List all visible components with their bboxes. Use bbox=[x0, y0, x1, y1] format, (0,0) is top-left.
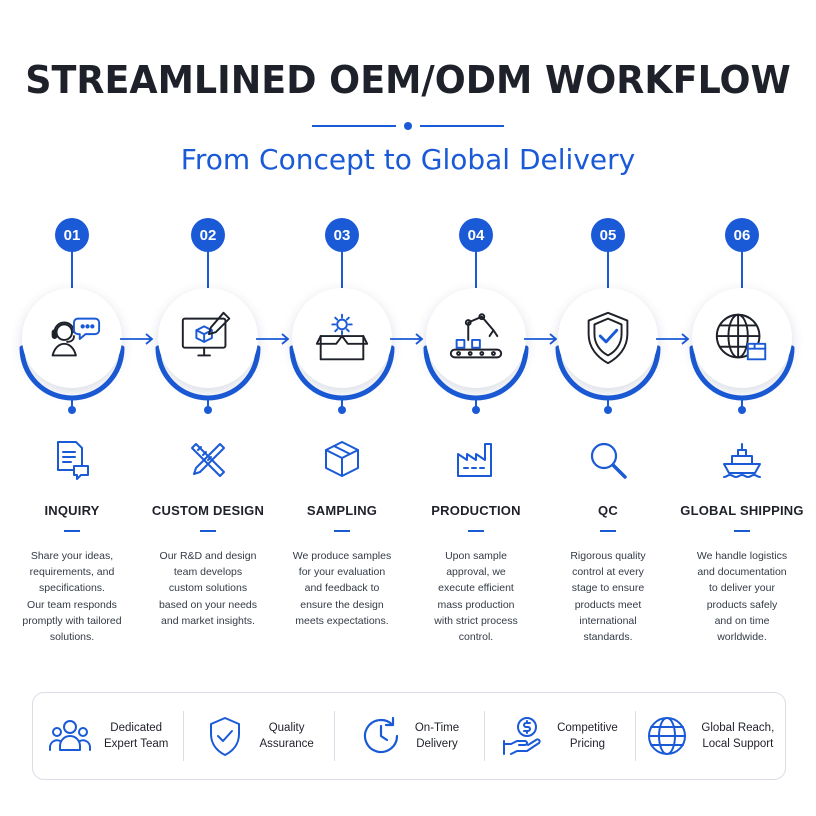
step-icon-circle bbox=[22, 288, 122, 388]
step-custom-design: 02 CUSTOM DESIGN Our R&D and design team… bbox=[140, 218, 276, 658]
step-icon-circle bbox=[692, 288, 792, 388]
step-production: 04 PRODUCTION Upon sample approval, we e… bbox=[408, 218, 544, 658]
feature-quality-assurance: Quality Assurance bbox=[183, 693, 333, 779]
title-divider bbox=[312, 120, 504, 132]
step-title: GLOBAL SHIPPING bbox=[680, 503, 804, 518]
step-qc: 05 QC Rigorous quality control at every … bbox=[540, 218, 676, 658]
feature-competitive-pricing: Competitive Pricing bbox=[484, 693, 634, 779]
step-description: Rigorous quality control at every stage … bbox=[570, 550, 646, 644]
step-icon-circle bbox=[292, 288, 392, 388]
step-icon-circle bbox=[558, 288, 658, 388]
step-title: PRODUCTION bbox=[431, 503, 521, 518]
step-number: 06 bbox=[725, 218, 759, 252]
headset-chat-icon bbox=[51, 317, 101, 357]
shield-check-icon bbox=[587, 311, 629, 365]
feature-global-reach: Global Reach, Local Support bbox=[634, 693, 785, 779]
step-description: Our R&D and design team develops custom … bbox=[158, 550, 258, 627]
step-title: INQUIRY bbox=[44, 503, 100, 518]
monitor-design-icon bbox=[181, 311, 231, 357]
step-inquiry: 01 INQUIRY Share yo bbox=[4, 218, 140, 658]
step-description: We produce samples for your evaluation a… bbox=[292, 550, 392, 627]
step-title: CUSTOM DESIGN bbox=[151, 503, 265, 518]
magnifier-icon bbox=[590, 442, 627, 479]
step-number: 05 bbox=[591, 218, 625, 252]
document-chat-icon bbox=[57, 441, 89, 480]
step-title: QC bbox=[598, 503, 618, 518]
step-title: SAMPLING bbox=[306, 503, 378, 518]
step-description: We handle logistics and documentation to… bbox=[696, 550, 788, 644]
hand-coin-icon bbox=[503, 717, 541, 755]
ship-icon bbox=[723, 443, 761, 478]
step-number: 03 bbox=[325, 218, 359, 252]
ruler-pencil-icon bbox=[191, 443, 225, 477]
step-icon-circle bbox=[158, 288, 258, 388]
arrow-right-icon bbox=[120, 333, 154, 345]
feature-label: On-Time Delivery bbox=[414, 722, 460, 750]
step-description: Share your ideas, requirements, and spec… bbox=[22, 550, 122, 644]
arrow-right-icon bbox=[256, 333, 290, 345]
globe-box-icon bbox=[715, 313, 767, 361]
step-sampling: 03 SAMPLING We produce samples for your … bbox=[274, 218, 410, 658]
feature-label: Dedicated Expert Team bbox=[104, 722, 169, 750]
step-global-shipping: 06 GLOBAL SHIPPING We handle logistics a… bbox=[674, 218, 810, 658]
factory-icon bbox=[457, 443, 492, 477]
package-icon bbox=[325, 441, 359, 477]
step-description: Upon sample approval, we execute efficie… bbox=[434, 550, 518, 644]
step-icon-circle bbox=[426, 288, 526, 388]
shield-check-icon bbox=[210, 717, 241, 756]
robot-arm-conveyor-icon bbox=[449, 313, 503, 359]
arrow-right-icon bbox=[524, 333, 558, 345]
feature-expert-team: Dedicated Expert Team bbox=[33, 693, 183, 779]
step-number: 02 bbox=[191, 218, 225, 252]
team-icon bbox=[49, 720, 92, 751]
page-subtitle: From Concept to Global Delivery bbox=[180, 143, 636, 176]
globe-icon bbox=[648, 717, 687, 755]
features-bar: Dedicated Expert Team Quality Assurance … bbox=[32, 692, 786, 780]
box-gear-icon bbox=[315, 313, 369, 361]
feature-label: Competitive Pricing bbox=[557, 722, 618, 750]
arrow-right-icon bbox=[390, 333, 424, 345]
feature-on-time-delivery: On-Time Delivery bbox=[333, 693, 484, 779]
feature-label: Quality Assurance bbox=[259, 722, 314, 750]
feature-label: Global Reach, Local Support bbox=[701, 722, 775, 750]
clock-icon bbox=[363, 716, 398, 754]
arrow-right-icon bbox=[656, 333, 690, 345]
step-number: 04 bbox=[459, 218, 493, 252]
page-title: STREAMLINED OEM/ODM WORKFLOW bbox=[25, 58, 791, 102]
step-number: 01 bbox=[55, 218, 89, 252]
